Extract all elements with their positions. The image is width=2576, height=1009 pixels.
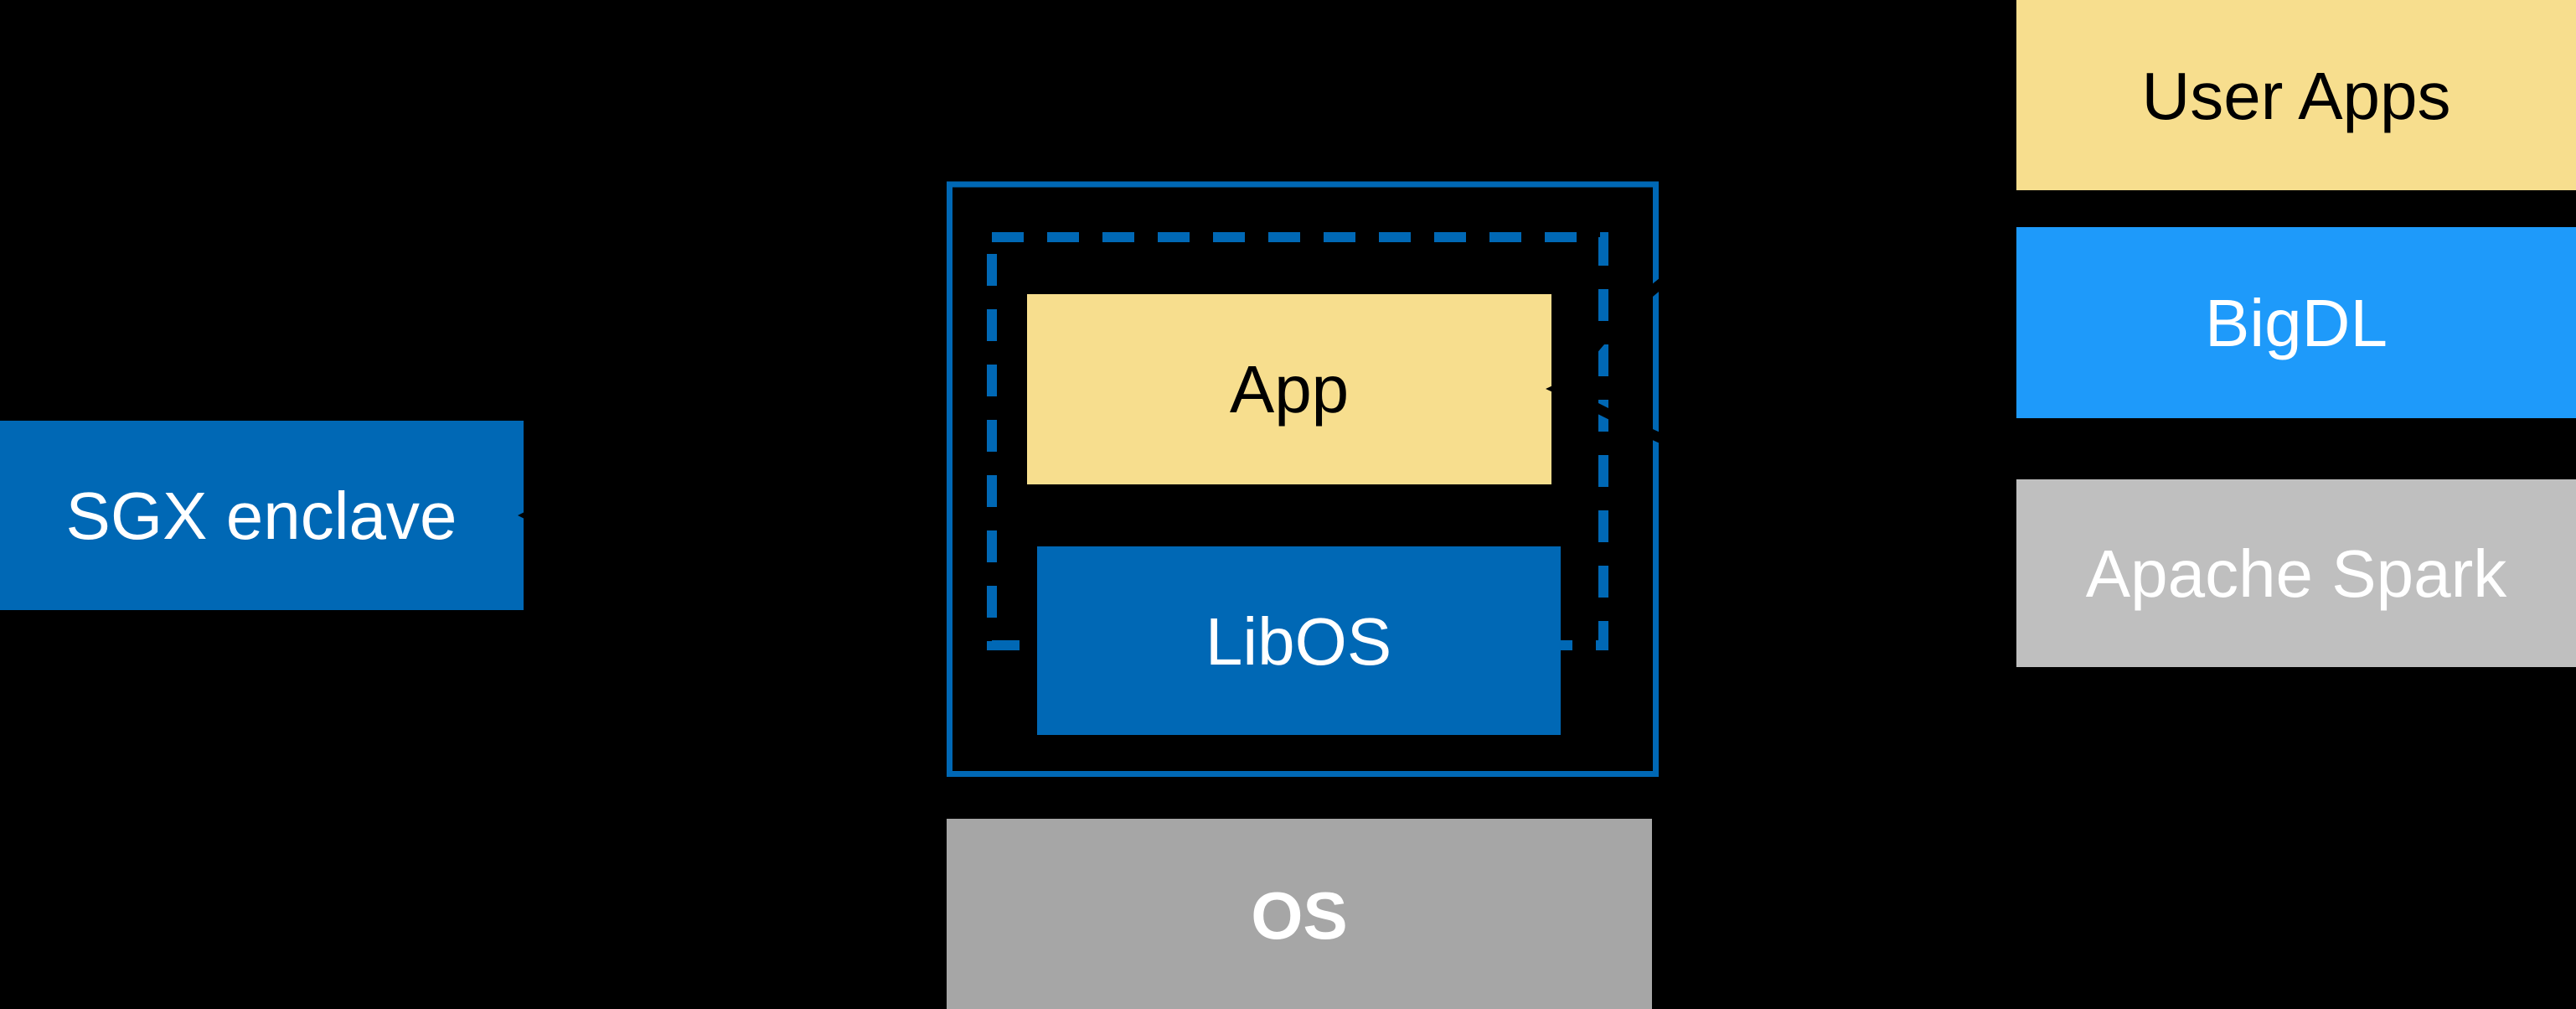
enclave-detail-group: App LibOS [947,181,1659,777]
os-label: OS [1251,878,1348,953]
arrowhead-app-icon [1546,374,1578,404]
enclave-outer-box [947,181,1659,777]
os-group: OS [947,819,1652,1009]
bigdl-label: BigDL [2205,286,2388,360]
app-box [1027,294,1551,484]
apache-spark-box [2016,479,2576,667]
user-apps-box [2016,0,2576,190]
apache-spark-label: Apache Spark [2086,536,2508,611]
arrowhead-sgx-icon [518,500,548,530]
sgx-enclave-group: SGX enclave [0,421,524,610]
libos-label: LibOS [1205,604,1391,679]
software-stack-group: User Apps BigDL Apache Spark [2016,0,2576,667]
libos-box [1037,546,1561,735]
arrows-group [518,108,2014,575]
sgx-enclave-label: SGX enclave [66,479,457,553]
enclave-boundary-dashed-rect [987,232,1608,650]
sgx-enclave-box [0,421,524,610]
user-apps-label: User Apps [2141,59,2450,133]
app-label: App [1230,352,1349,427]
arrow-userapps-to-app [1563,108,2014,387]
os-box [947,819,1652,1009]
bigdl-box [2016,227,2576,418]
arrow-spark-to-app [1571,391,2014,575]
